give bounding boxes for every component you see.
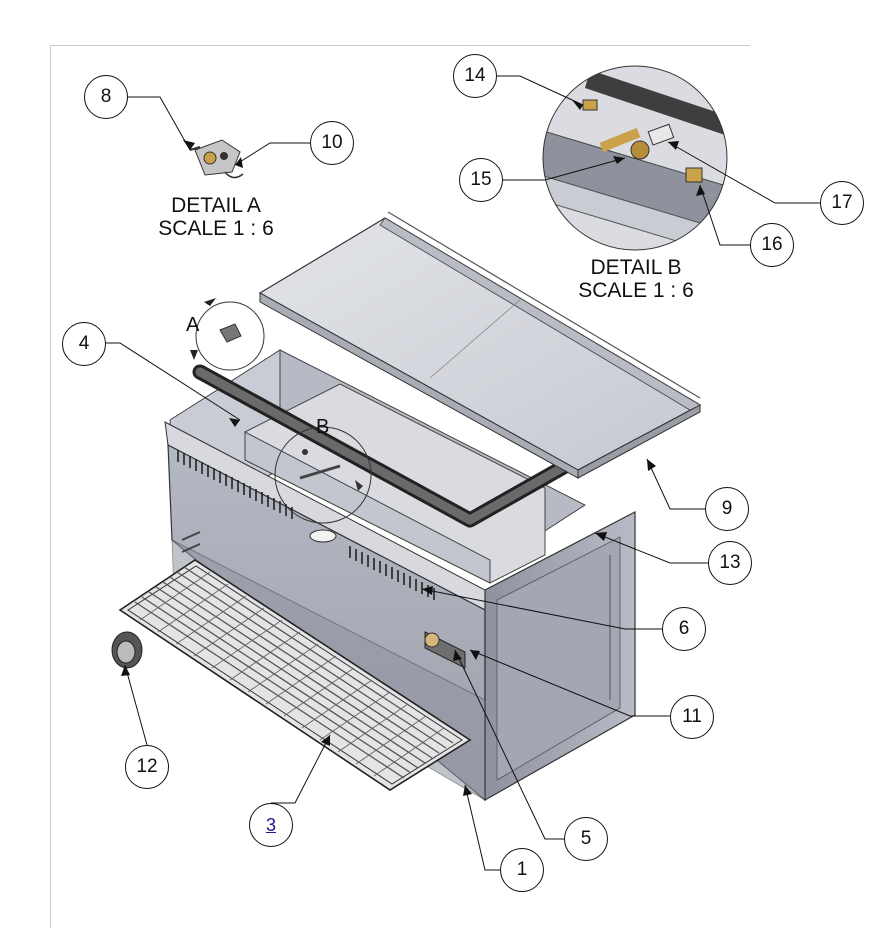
cabinet-lid (258, 211, 702, 479)
leader-lines (101, 75, 820, 871)
balloon-12[interactable]: 12 (125, 745, 169, 789)
detail-b-title: DETAIL B (590, 256, 682, 279)
view-marker-b: B (316, 416, 330, 438)
detail-a-part (189, 139, 244, 179)
vent-slots (177, 450, 435, 600)
balloon-4[interactable]: 4 (62, 322, 106, 366)
balloon-8[interactable]: 8 (84, 75, 128, 119)
sheet-border-left (50, 45, 51, 928)
balloon-17[interactable]: 17 (820, 181, 864, 225)
detail-a-title: DETAIL A (171, 194, 261, 217)
balloon-5[interactable]: 5 (564, 817, 608, 861)
part-3-link[interactable]: 3 (265, 814, 276, 835)
detail-b-view (542, 65, 728, 251)
balloon-16[interactable]: 16 (750, 223, 794, 267)
view-marker-a: A (186, 314, 200, 336)
detail-b-label: DETAIL B SCALE 1 : 6 (568, 256, 704, 302)
detail-b-callout-circle (274, 426, 372, 524)
knob-part (111, 631, 143, 669)
detail-b-scale: SCALE 1 : 6 (578, 279, 694, 302)
balloon-1[interactable]: 1 (500, 848, 544, 892)
detail-a-label: DETAIL A SCALE 1 : 6 (150, 194, 282, 240)
detail-a-callout-circle (190, 298, 265, 371)
balloon-10[interactable]: 10 (310, 121, 354, 165)
leader-arrowheads (121, 100, 705, 796)
balloon-3[interactable]: 3 (249, 803, 293, 847)
detail-a-scale: SCALE 1 : 6 (158, 217, 274, 240)
balloon-9[interactable]: 9 (705, 487, 749, 531)
balloon-14[interactable]: 14 (453, 54, 497, 98)
balloon-11[interactable]: 11 (670, 695, 714, 739)
balloon-15[interactable]: 15 (459, 158, 503, 202)
sheet-border-top (50, 45, 750, 46)
wire-grate (118, 559, 472, 791)
balloon-6[interactable]: 6 (662, 607, 706, 651)
balloon-13[interactable]: 13 (708, 541, 752, 585)
